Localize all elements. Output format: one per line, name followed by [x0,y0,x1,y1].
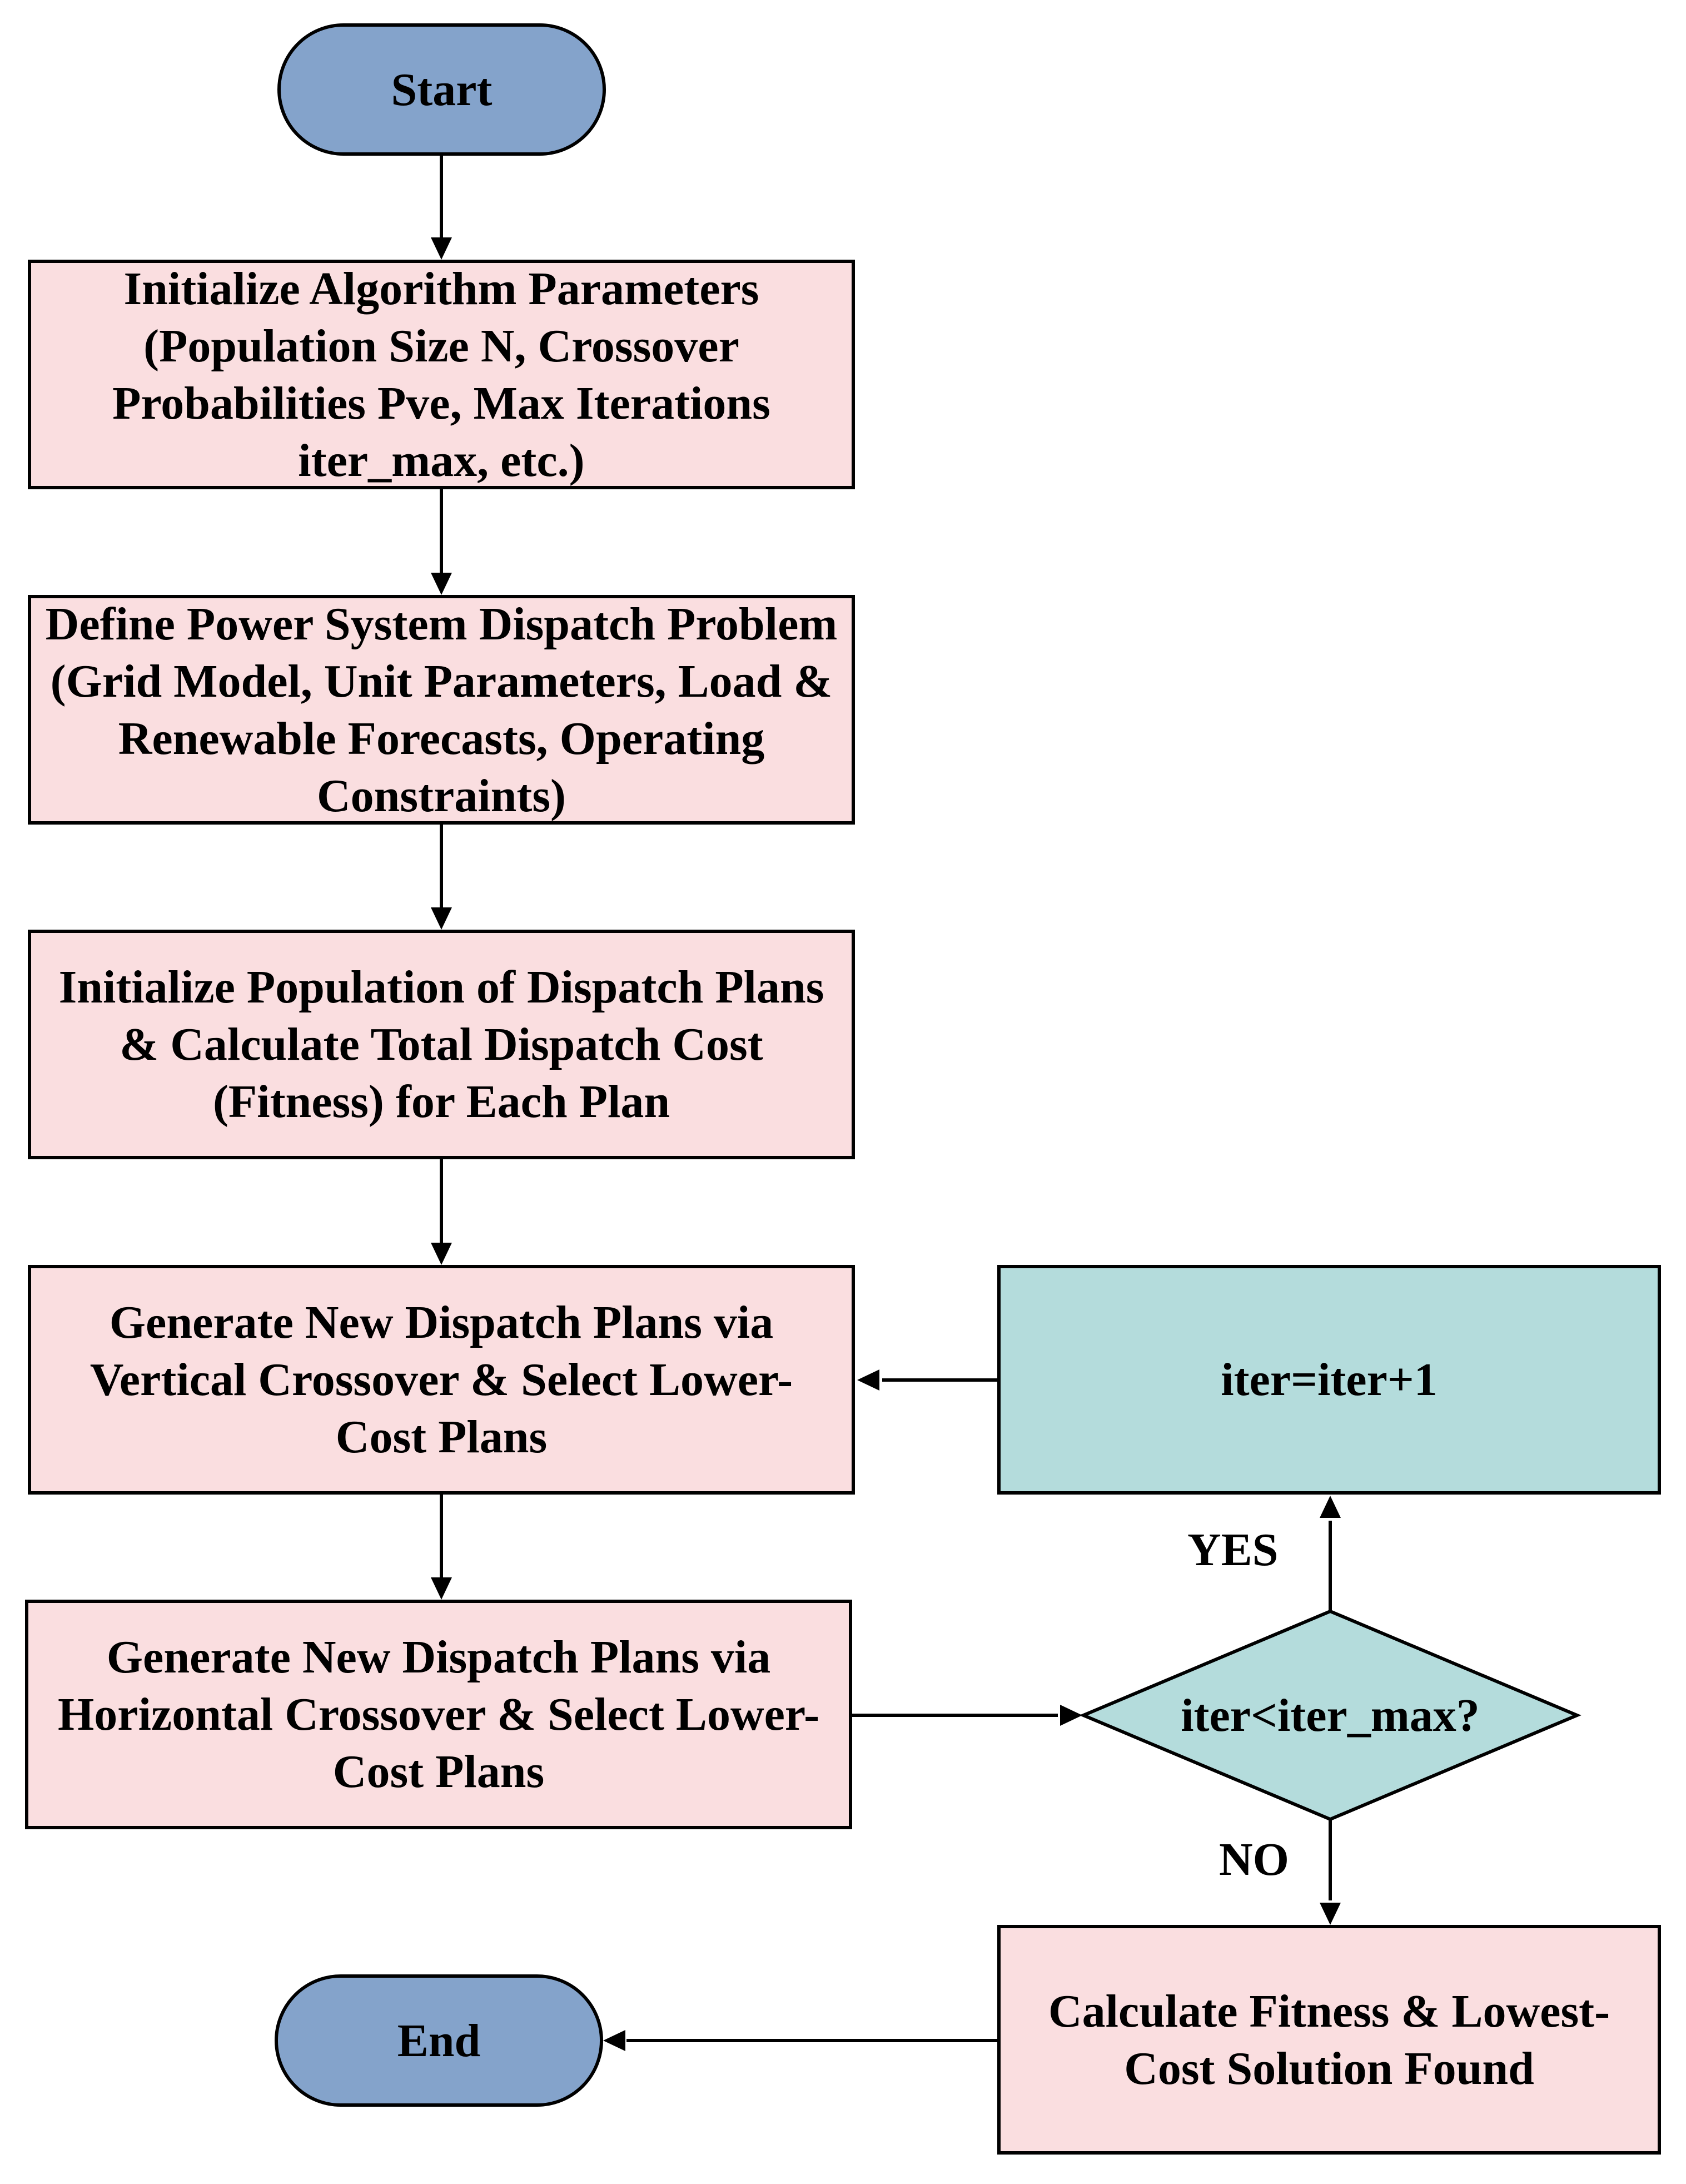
init-params-line-4: iter_max, etc.) [298,434,585,487]
define-problem-line-3: Renewable Forecasts, Operating [118,712,765,765]
init-params-line-3: Probabilities Pve, Max Iterations [112,377,770,429]
arrowhead-increment [1320,1496,1341,1518]
define-problem-box: Define Power System Dispatch Problem (Gr… [28,595,855,825]
arrowhead-define [431,573,452,595]
end-label: End [397,2014,481,2067]
vertical-crossover-line-3: Cost Plans [335,1411,548,1463]
define-problem-line-4: Constraints) [316,770,566,822]
end-terminal-shape [275,1974,603,2107]
yes-label: YES [1187,1524,1279,1576]
arrowhead-decision [1060,1705,1082,1726]
arrowhead-init [431,237,452,260]
arrowheads [431,237,1341,2051]
define-problem-line-1: Define Power System Dispatch Problem [45,598,838,650]
horizontal-crossover-line-2: Horizontal Crossover & Select Lower- [57,1689,820,1740]
arrowhead-end [603,2030,625,2051]
arrowhead-final [1320,1903,1341,1925]
arrowhead-vertical [431,1243,452,1265]
init-population-box: Initialize Population of Dispatch Plans … [28,930,855,1159]
final-calc-line-2: Cost Solution Found [1124,2042,1534,2094]
iter-increment-box: iter=iter+1 [997,1265,1661,1495]
init-population-line-1: Initialize Population of Dispatch Plans [58,961,824,1013]
final-calc-box: Calculate Fitness & Lowest- Cost Solutio… [997,1925,1661,2155]
init-population-line-2: & Calculate Total Dispatch Cost [120,1019,763,1070]
start-terminal: Start [279,25,604,154]
horizontal-crossover-line-1: Generate New Dispatch Plans via [106,1631,771,1683]
vertical-crossover-box: Generate New Dispatch Plans via Vertical… [28,1265,855,1495]
connectors [440,154,1332,2042]
define-problem-line-2: (Grid Model, Unit Parameters, Load & [50,655,833,707]
horizontal-crossover-line-3: Cost Plans [332,1746,545,1798]
arrowhead-vertical-from-loop [857,1369,879,1391]
vertical-crossover-line-2: Vertical Crossover & Select Lower- [89,1354,793,1406]
start-label: Start [391,63,493,116]
end-terminal: End [276,1976,601,2105]
horizontal-crossover-box: Generate New Dispatch Plans via Horizont… [25,1600,852,1829]
decision-label: iter<iter_max? [1181,1689,1480,1741]
init-params-line-1: Initialize Algorithm Parameters [123,262,759,315]
init-population-line-3: (Fitness) for Each Plan [212,1076,670,1128]
arrowhead-population [431,907,452,930]
final-calc-line-1: Calculate Fitness & Lowest- [1048,1985,1610,2037]
no-label: NO [1219,1834,1289,1885]
init-params-line-2: (Population Size N, Crossover [143,320,739,372]
decision-node: iter<iter_max? [1083,1611,1577,1819]
init-params-box: Initialize Algorithm Parameters (Populat… [28,260,855,489]
iter-increment-label: iter=iter+1 [1221,1354,1438,1406]
vertical-crossover-line-1: Generate New Dispatch Plans via [109,1297,774,1348]
arrowhead-horizontal [431,1577,452,1600]
